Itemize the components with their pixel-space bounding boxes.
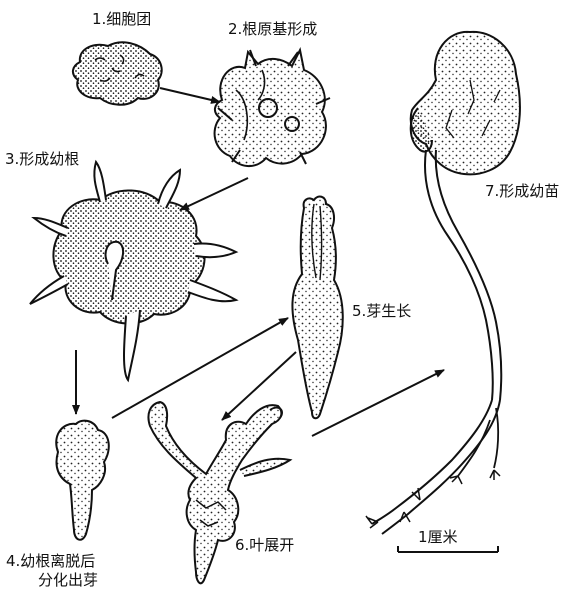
arrow-4-to-5 [112, 318, 288, 418]
stage-3-label: 3.形成幼根 [5, 150, 79, 168]
stage-6-label: 6.叶展开 [235, 536, 294, 554]
scale-bar [398, 546, 498, 552]
stage-4-detached-root [56, 421, 109, 540]
arrow-6-to-7 [312, 370, 444, 436]
stage-3-young-roots [30, 162, 236, 380]
arrow-1-to-2 [160, 88, 220, 102]
stage-4-label-line-2: 分化出芽 [6, 571, 98, 590]
stage-4-label: 4.幼根离脱后 分化出芽 [6, 552, 98, 590]
stage-6-leaves-unfolding [148, 402, 290, 583]
arrow-2-to-3 [180, 178, 248, 210]
stage-1-cell-mass [73, 42, 162, 104]
stage-5-label: 5.芽生长 [352, 302, 411, 320]
stage-2-label: 2.根原基形成 [228, 20, 317, 38]
stage-7-label: 7.形成幼苗 [485, 182, 559, 200]
scale-bar-label: 1厘米 [418, 528, 458, 546]
stage-4-label-line-1: 4.幼根离脱后 [6, 552, 98, 571]
stage-5-bud-growth [292, 197, 342, 419]
stage-7-seedling [366, 32, 520, 534]
stage-2-root-primordia [215, 50, 330, 166]
stage-1-label: 1.细胞团 [92, 10, 151, 28]
